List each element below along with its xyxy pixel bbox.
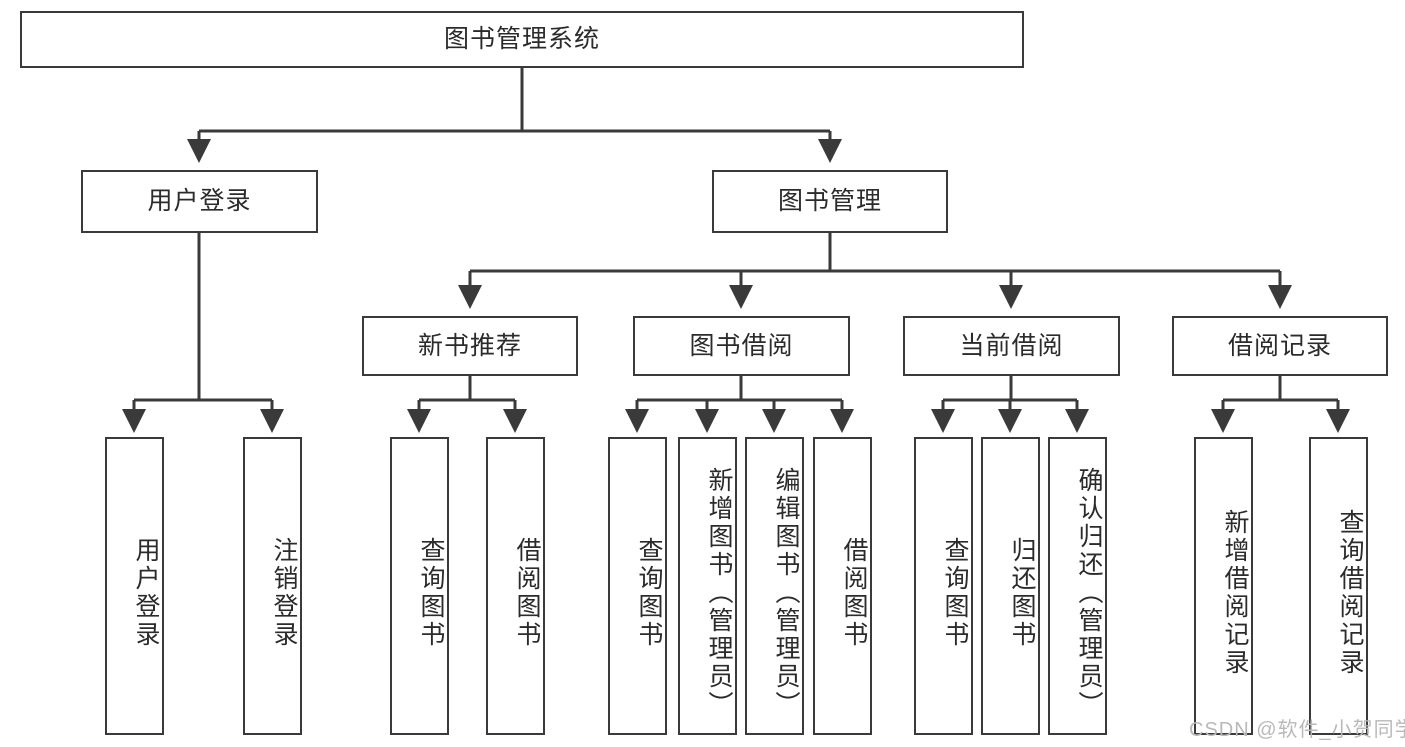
leaf-user-login[interactable]: 用户登录 — [105, 437, 164, 735]
leaf-query-book-current[interactable]: 查询图书 — [914, 437, 973, 735]
node-label: 新增借阅记录 — [1221, 509, 1249, 677]
node-label: 图书借阅 — [689, 331, 794, 360]
node-new-book-recommend[interactable]: 新书推荐 — [362, 316, 578, 376]
leaf-add-borrow-record[interactable]: 新增借阅记录 — [1194, 437, 1253, 735]
leaf-return-book[interactable]: 归还图书 — [981, 437, 1040, 735]
node-borrow-record[interactable]: 借阅记录 — [1172, 316, 1388, 376]
node-current-borrow[interactable]: 当前借阅 — [903, 316, 1120, 376]
node-label: 注销登录 — [270, 537, 298, 649]
node-label: 归还图书 — [1008, 537, 1036, 649]
node-book-management[interactable]: 图书管理 — [712, 170, 948, 233]
csdn-watermark: CSDN @软件_小贺同学 — [1189, 719, 1405, 741]
node-label: 借阅记录 — [1227, 331, 1332, 360]
node-label: 确认归还（管理员） — [1075, 467, 1103, 719]
node-label: 查询图书 — [635, 537, 663, 649]
leaf-query-borrow-record[interactable]: 查询借阅记录 — [1309, 437, 1368, 735]
leaf-query-book-recommend[interactable]: 查询图书 — [390, 437, 449, 735]
node-label: 查询借阅记录 — [1336, 509, 1364, 677]
leaf-logout[interactable]: 注销登录 — [243, 437, 302, 735]
node-label: 借阅图书 — [513, 537, 541, 649]
leaf-confirm-return-admin[interactable]: 确认归还（管理员） — [1048, 437, 1107, 735]
node-label: 借阅图书 — [840, 537, 868, 649]
leaf-borrow-book[interactable]: 借阅图书 — [813, 437, 872, 735]
node-label: 查询图书 — [941, 537, 969, 649]
node-label: 图书管理 — [777, 187, 882, 215]
node-label: 查询图书 — [417, 537, 445, 649]
leaf-edit-book-admin[interactable]: 编辑图书（管理员） — [745, 437, 804, 735]
leaf-add-book-admin[interactable]: 新增图书（管理员） — [678, 437, 737, 735]
node-label: 图书管理系统 — [443, 25, 600, 53]
node-label: 当前借阅 — [959, 331, 1064, 360]
node-book-borrow[interactable]: 图书借阅 — [633, 316, 850, 376]
node-root-system[interactable]: 图书管理系统 — [20, 11, 1024, 68]
node-label: 用户登录 — [147, 187, 252, 215]
node-label: 用户登录 — [132, 537, 160, 649]
leaf-query-book-borrow[interactable]: 查询图书 — [608, 437, 667, 735]
node-label: 新书推荐 — [417, 331, 522, 360]
leaf-borrow-book-recommend[interactable]: 借阅图书 — [486, 437, 545, 735]
node-label: 编辑图书（管理员） — [772, 467, 800, 719]
node-user-login[interactable]: 用户登录 — [81, 170, 318, 233]
node-label: 新增图书（管理员） — [705, 467, 733, 719]
